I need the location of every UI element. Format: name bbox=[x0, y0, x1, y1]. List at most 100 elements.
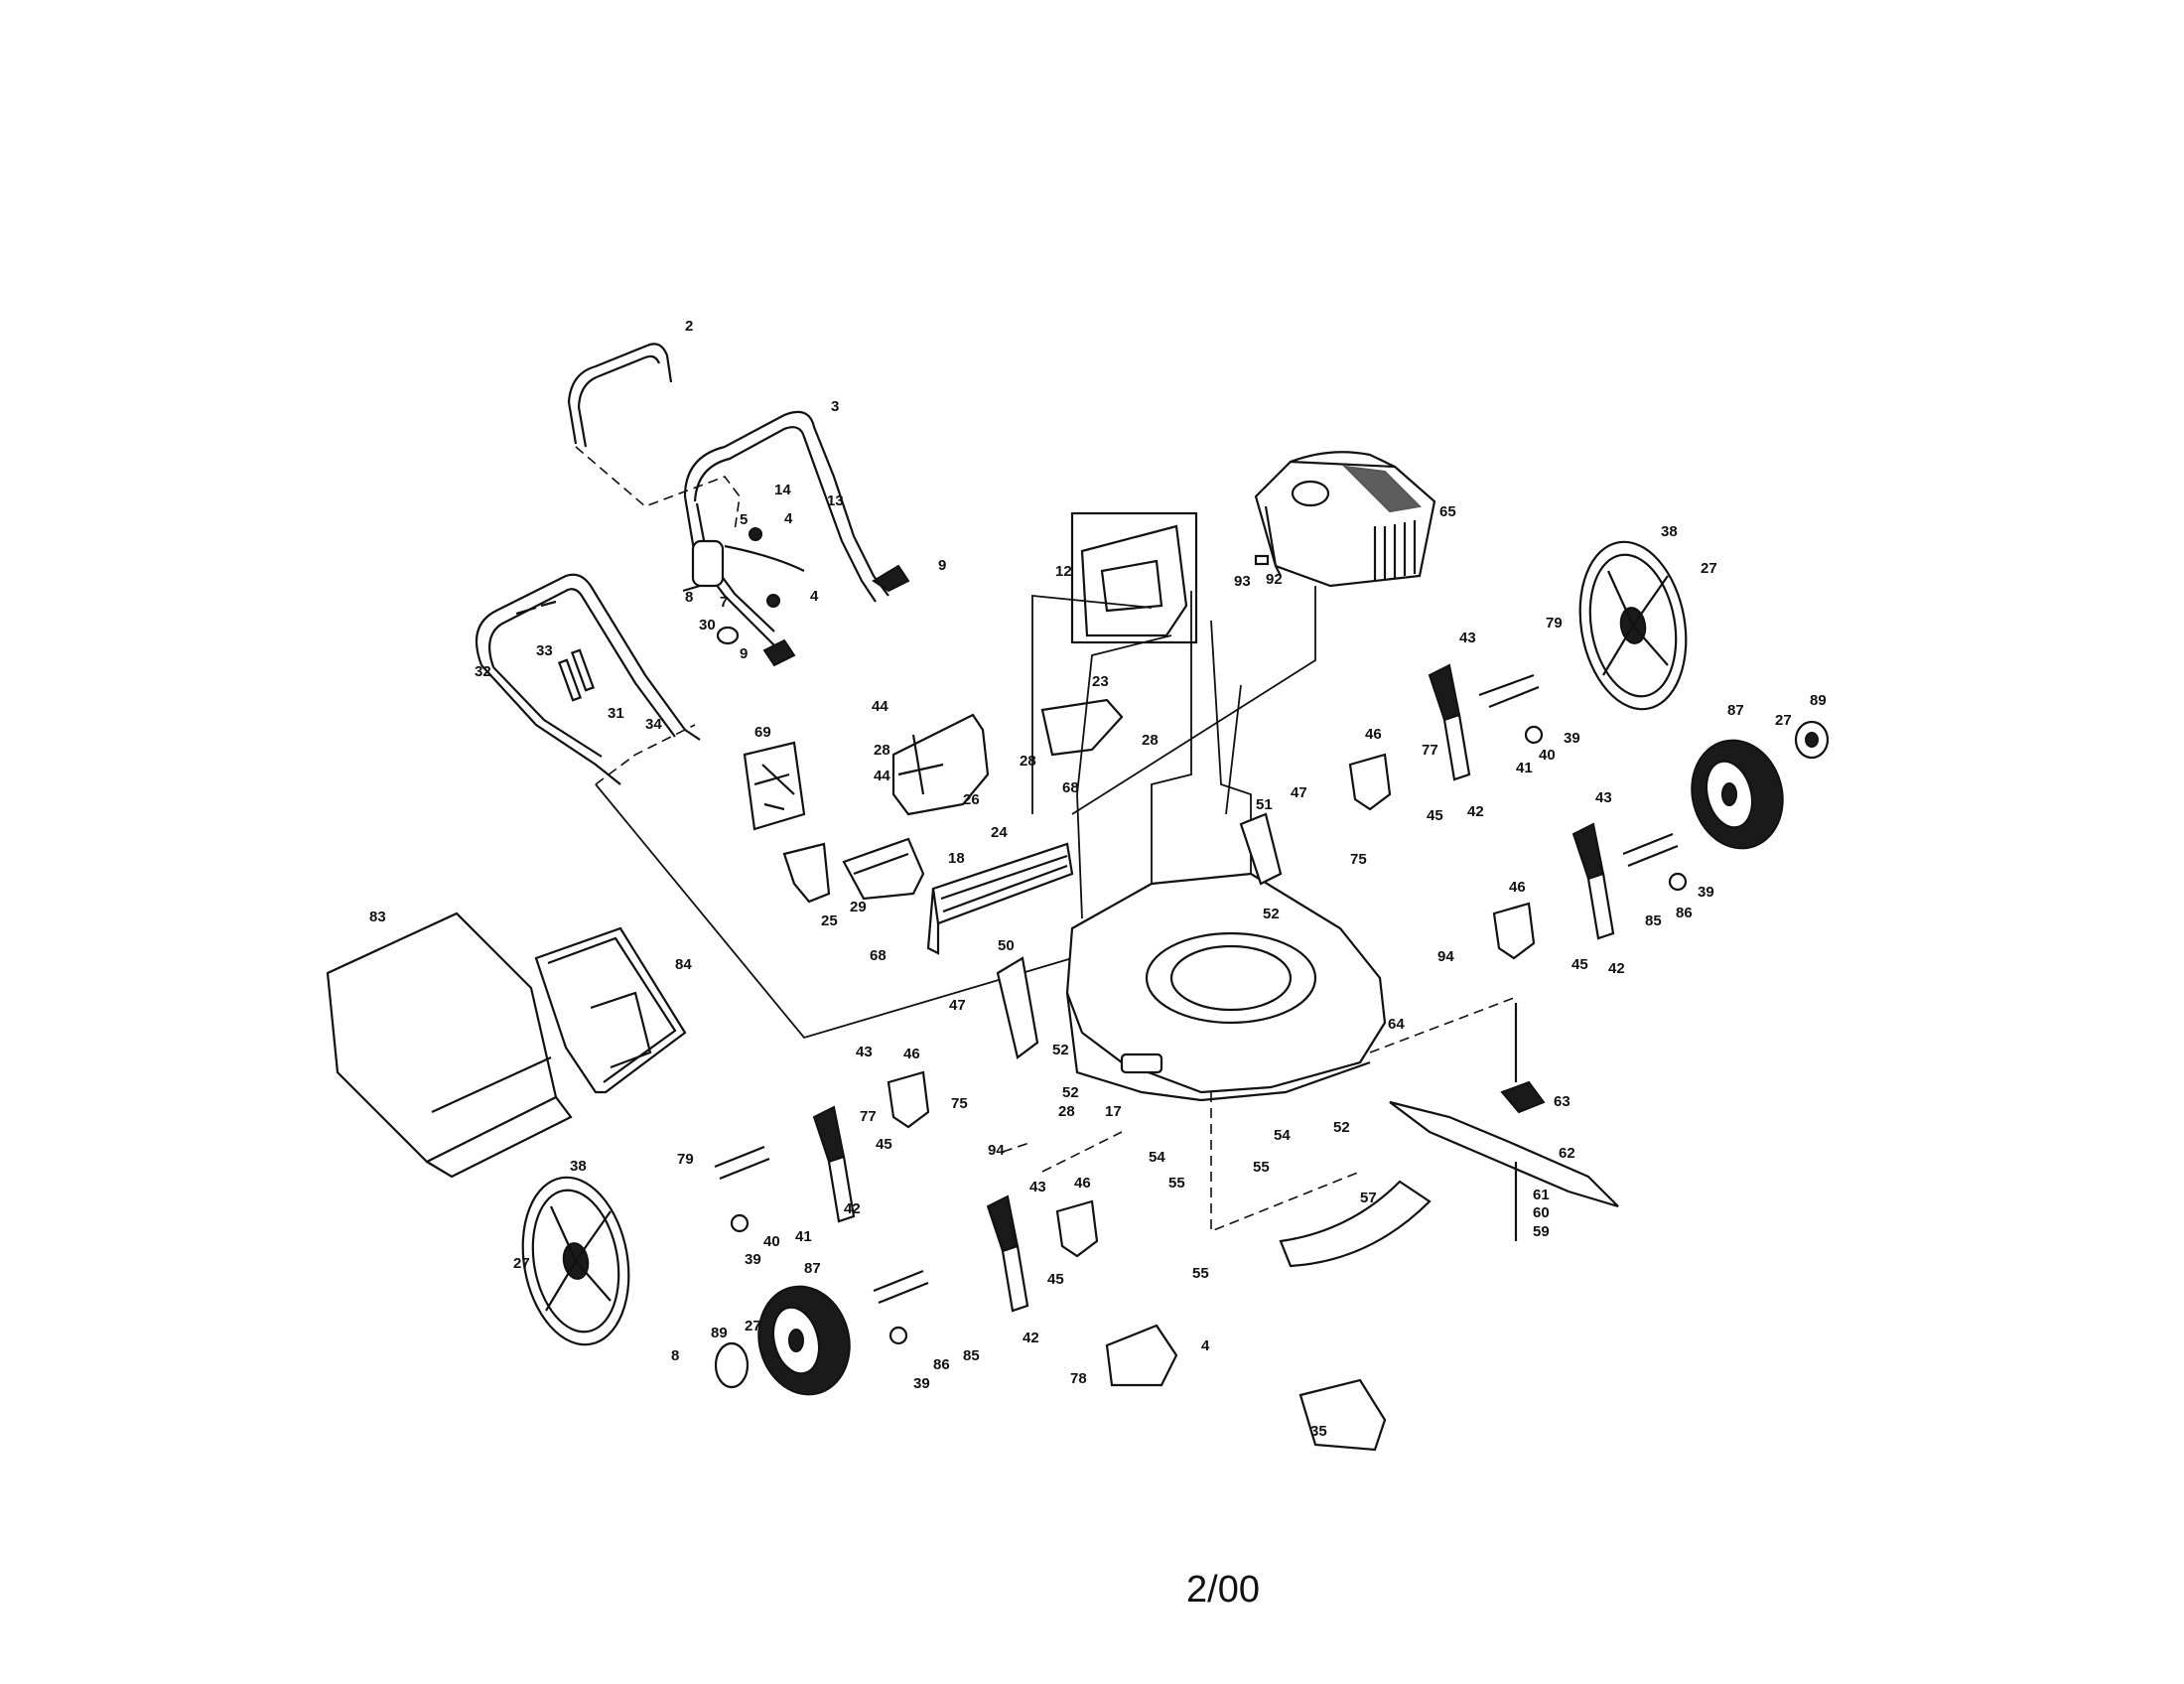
part-number-label: 28 bbox=[1058, 1103, 1075, 1120]
part-number-label: 44 bbox=[874, 768, 890, 784]
part-rear-wheel-left bbox=[521, 1176, 630, 1346]
part-number-label: 4 bbox=[784, 510, 793, 527]
part-number-label: 46 bbox=[1365, 726, 1382, 743]
part-number-label: 3 bbox=[831, 398, 839, 415]
part-number-label: 54 bbox=[1149, 1149, 1165, 1166]
part-number-label: 4 bbox=[1201, 1337, 1210, 1354]
part-number-label: 43 bbox=[856, 1044, 873, 1060]
part-number-label: 68 bbox=[870, 947, 887, 964]
part-number-label: 77 bbox=[860, 1108, 877, 1125]
part-number-label: 63 bbox=[1554, 1093, 1570, 1110]
part-number-label: 31 bbox=[608, 705, 624, 722]
part-number-label: 89 bbox=[1810, 692, 1827, 709]
part-number-label: 27 bbox=[1701, 560, 1717, 577]
part-number-label: 75 bbox=[1350, 851, 1367, 868]
part-number-label: 33 bbox=[536, 642, 553, 659]
part-number-label: 32 bbox=[475, 663, 491, 680]
part-number-label: 46 bbox=[903, 1046, 920, 1062]
part-upper-handle bbox=[567, 343, 741, 532]
part-number-label: 69 bbox=[754, 724, 771, 741]
part-hubcaps bbox=[714, 720, 1830, 1389]
part-78-cover bbox=[1105, 1324, 1178, 1387]
part-number-label: 55 bbox=[1253, 1159, 1270, 1176]
part-front-wheel-right bbox=[1691, 739, 1784, 850]
part-number-label: 38 bbox=[570, 1158, 587, 1175]
footer-date-code: 2/00 bbox=[1186, 1569, 1260, 1611]
part-number-label: 24 bbox=[991, 824, 1008, 841]
assembly-dashed-leaders bbox=[1002, 997, 1515, 1233]
part-number-label: 59 bbox=[1533, 1223, 1550, 1240]
part-rear-wheel-right bbox=[1578, 540, 1688, 711]
part-number-label: 39 bbox=[913, 1375, 930, 1392]
part-number-label: 8 bbox=[671, 1347, 679, 1364]
part-number-label: 8 bbox=[685, 589, 693, 606]
part-number-label: 55 bbox=[1192, 1265, 1209, 1282]
part-number-label: 75 bbox=[951, 1095, 968, 1112]
part-number-label: 30 bbox=[699, 617, 716, 633]
part-number-label: 45 bbox=[876, 1136, 892, 1153]
part-number-label: 55 bbox=[1168, 1175, 1185, 1192]
part-number-label: 89 bbox=[711, 1325, 728, 1341]
part-number-label: 38 bbox=[1661, 523, 1678, 540]
part-number-label: 28 bbox=[1020, 753, 1036, 770]
part-number-label: 5 bbox=[740, 511, 748, 528]
part-height-adjusters bbox=[812, 663, 1615, 1313]
part-number-label: 46 bbox=[1074, 1175, 1091, 1192]
part-number-label: 94 bbox=[1437, 948, 1454, 965]
part-number-label: 41 bbox=[1516, 760, 1533, 776]
part-number-label: 85 bbox=[1645, 912, 1662, 929]
part-lower-handle bbox=[475, 573, 701, 785]
part-number-label: 87 bbox=[1727, 702, 1744, 719]
part-number-label: 9 bbox=[938, 557, 946, 574]
part-number-label: 47 bbox=[949, 997, 966, 1014]
part-engine bbox=[1254, 451, 1436, 588]
part-rear-bracket bbox=[891, 713, 990, 816]
part-number-label: 52 bbox=[1333, 1119, 1350, 1136]
part-brackets-46 bbox=[887, 753, 1536, 1258]
part-number-label: 79 bbox=[1546, 615, 1563, 632]
part-25-29-brackets bbox=[782, 837, 925, 904]
part-57-plate bbox=[1279, 1180, 1432, 1268]
part-number-label: 87 bbox=[804, 1260, 821, 1277]
part-number-label: 64 bbox=[1388, 1016, 1405, 1033]
part-23-bracket bbox=[1040, 698, 1124, 757]
part-number-label: 43 bbox=[1029, 1179, 1046, 1195]
part-number-label: 27 bbox=[1775, 712, 1792, 729]
part-number-label: 42 bbox=[844, 1200, 861, 1217]
part-number-label: 52 bbox=[1062, 1084, 1079, 1101]
part-number-label: 39 bbox=[745, 1251, 761, 1268]
part-number-label: 42 bbox=[1467, 803, 1484, 820]
part-number-label: 43 bbox=[1459, 630, 1476, 646]
part-number-label: 77 bbox=[1422, 742, 1438, 759]
part-number-label: 79 bbox=[677, 1151, 694, 1168]
part-blade-adapter bbox=[1389, 1003, 1619, 1241]
part-bracket-plate bbox=[743, 741, 806, 831]
part-number-label: 44 bbox=[872, 698, 888, 715]
part-number-label: 45 bbox=[1571, 956, 1588, 973]
part-number-label: 29 bbox=[850, 899, 867, 915]
part-number-label: 78 bbox=[1070, 1370, 1087, 1387]
part-number-label: 57 bbox=[1360, 1190, 1377, 1206]
part-number-label: 92 bbox=[1266, 571, 1283, 588]
part-number-label: 84 bbox=[675, 956, 692, 973]
part-number-label: 34 bbox=[645, 716, 662, 733]
part-number-label: 27 bbox=[745, 1318, 761, 1334]
part-number-label: 2 bbox=[685, 318, 693, 335]
part-number-label: 28 bbox=[874, 742, 890, 759]
part-number-label: 42 bbox=[1608, 960, 1625, 977]
part-rear-shield bbox=[926, 842, 1074, 955]
part-number-label: 42 bbox=[1023, 1330, 1039, 1346]
part-number-label: 51 bbox=[1256, 796, 1273, 813]
part-number-label: 27 bbox=[513, 1255, 530, 1272]
part-number-label: 18 bbox=[948, 850, 965, 867]
part-number-label: 17 bbox=[1105, 1103, 1122, 1120]
part-number-label: 35 bbox=[1310, 1423, 1327, 1440]
part-number-label: 94 bbox=[988, 1142, 1005, 1159]
part-number-label: 28 bbox=[1142, 732, 1159, 749]
part-number-label: 26 bbox=[963, 791, 980, 808]
part-axle-assemblies bbox=[714, 673, 1688, 1345]
part-number-label: 54 bbox=[1274, 1127, 1291, 1144]
part-number-label: 39 bbox=[1564, 730, 1580, 747]
